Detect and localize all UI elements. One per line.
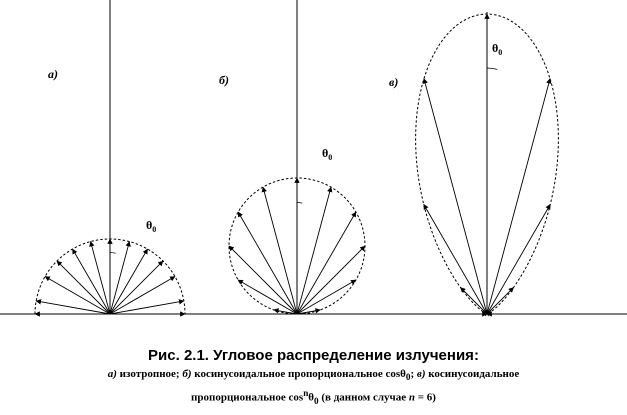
caption-text: изотропное; <box>116 368 183 380</box>
angle-label-v: θ0 <box>492 41 502 57</box>
emission-ray <box>35 299 111 315</box>
emission-ray <box>56 260 111 315</box>
emission-ray <box>296 279 357 315</box>
angle-label-a: θ0 <box>146 218 156 234</box>
angle-symbol-b: θ <box>322 146 328 160</box>
emission-ray <box>261 186 298 315</box>
emission-ray <box>89 241 111 315</box>
panel-isotropic: а) θ0 <box>34 0 186 317</box>
angle-arc <box>109 252 116 254</box>
caption-subscript: 0 <box>314 396 319 407</box>
emission-ray <box>44 276 111 315</box>
caption-subscript: 0 <box>405 372 411 383</box>
caption-superscript: n <box>303 388 309 399</box>
emission-ray <box>237 279 298 315</box>
caption-variable: n <box>408 391 416 404</box>
angle-arc <box>296 202 303 204</box>
figure-caption: Рис. 2.1. Угловое распределение излучени… <box>0 346 627 409</box>
caption-text: косинусоидальное пропорциональное cosθ <box>191 368 406 380</box>
angular-distribution-diagram: а) θ0 б) θ0 в) θ0 <box>0 0 627 317</box>
caption-text: ; <box>410 368 417 380</box>
emission-ray <box>109 260 164 315</box>
panel-label-v: в) <box>389 75 398 89</box>
emission-ray <box>109 276 176 315</box>
caption-text: (в данном случае <box>318 391 409 404</box>
angle-symbol-v: θ <box>492 41 498 55</box>
caption-title: Рис. 2.1. Угловое распределение излучени… <box>148 347 479 364</box>
angle-label-b: θ0 <box>322 146 332 162</box>
emission-ray <box>486 287 514 315</box>
emission-ray <box>296 186 333 315</box>
emission-ray <box>273 308 298 315</box>
emission-ray <box>485 311 492 317</box>
emission-ray <box>296 211 357 315</box>
emission-ray <box>109 241 131 315</box>
ray-group <box>34 238 186 317</box>
panel-label-a: а) <box>48 67 58 81</box>
caption-text: косинусоидальное <box>425 368 520 380</box>
emission-ray <box>460 287 488 315</box>
emission-ray <box>423 203 488 315</box>
caption-marker-b: б) <box>182 368 192 380</box>
angle-subscript-a: 0 <box>152 225 156 234</box>
panel-label-b: б) <box>219 73 229 87</box>
caption-text: пропорциональное cos <box>191 391 304 404</box>
caption-marker-a: а) <box>107 368 117 380</box>
caption-line-1: а) изотропное; б) косинусоидальное пропо… <box>0 366 627 385</box>
emission-ray <box>237 211 298 315</box>
panel-cosine-power: в) θ0 <box>389 12 559 317</box>
emission-ray <box>296 308 321 315</box>
angle-subscript-b: 0 <box>328 153 332 162</box>
emission-ray <box>486 203 551 315</box>
emission-ray <box>296 245 366 315</box>
emission-ray <box>72 248 111 315</box>
angle-arc <box>486 67 498 70</box>
caption-line-2: пропорциональное cosnθ0 (в данном случае… <box>0 385 627 409</box>
emission-ray <box>228 245 298 315</box>
angle-subscript-v: 0 <box>498 48 502 57</box>
angle-symbol-a: θ <box>146 218 152 232</box>
panel-cosine: б) θ0 <box>219 0 366 315</box>
emission-ray <box>486 78 552 315</box>
caption-text: θ <box>308 391 315 404</box>
emission-ray <box>422 78 488 315</box>
emission-ray <box>109 248 148 315</box>
emission-ray <box>109 299 185 315</box>
caption-text: = 6) <box>415 391 436 404</box>
caption-marker-v: в) <box>416 368 426 380</box>
